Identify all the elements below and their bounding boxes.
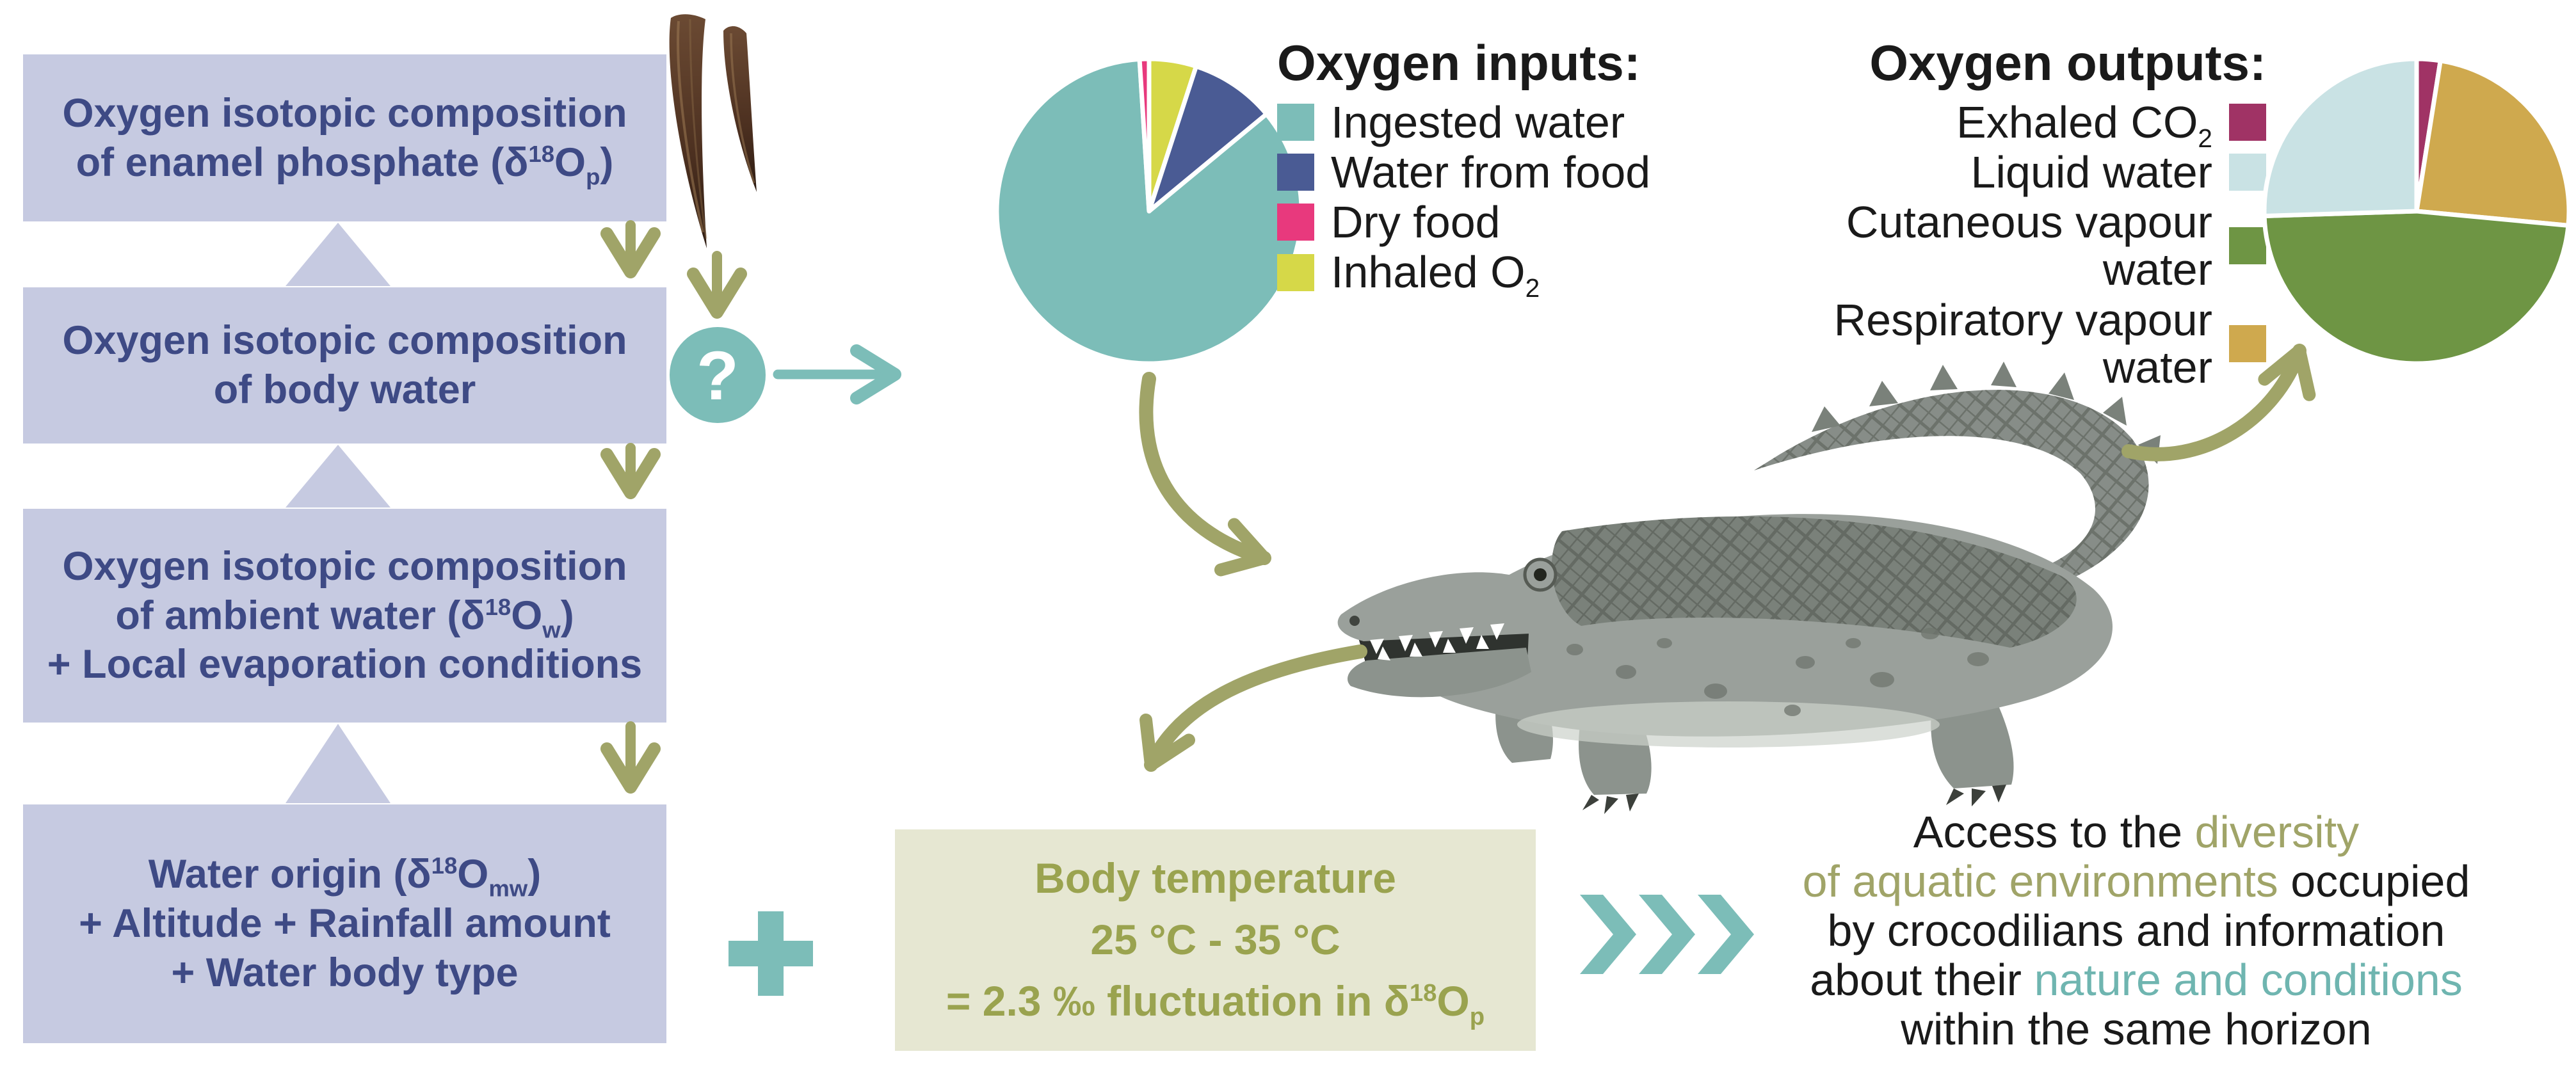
flow-box-line: Oxygen isotopic composition [62, 90, 627, 136]
crocodile-illustration [1337, 362, 2161, 814]
legend-item-label: Cutaneous vapour water [1846, 197, 2212, 295]
crocodile-body [1413, 514, 2113, 747]
question-mark-text: ? [696, 336, 739, 414]
conclusion-line: Access to the diversity [1913, 807, 2360, 857]
conclusion-line: about their nature and conditions [1810, 955, 2463, 1005]
pie-slice-dry-food [1137, 56, 1152, 214]
legend-item-label: Ingested water [1331, 97, 1625, 147]
legend-item-cutaneous-vapour-water: Cutaneous vapour water [1818, 197, 2266, 295]
tooth-large [669, 14, 707, 248]
flow-box-line: Water origin (δ18Omw) [148, 852, 542, 902]
legend-item-label: Liquid water [1970, 147, 2212, 198]
pie-slice-respiratory-vapour-water [2414, 58, 2572, 228]
conclusion-line: within the same horizon [1901, 1004, 2372, 1054]
pie-slice-water-from-food [1147, 64, 1269, 214]
oxygen-inputs-legend: Oxygen inputs: Ingested water Water from… [1277, 35, 1650, 303]
flow-box-line: + Local evaporation conditions [47, 642, 643, 687]
flow-box-ambient-water: Oxygen isotopic composition of ambient w… [23, 509, 666, 723]
legend-swatch-icon [1277, 103, 1314, 141]
legend-swatch-icon [1277, 154, 1314, 191]
flow-box-line: Oxygen isotopic composition [62, 543, 627, 589]
question-mark-badge: ? [670, 327, 766, 423]
flow-box-line: of enamel phosphate (δ18Op) [76, 140, 614, 190]
flow-box-line: + Water body type [171, 950, 519, 995]
legend-item-ingested-water: Ingested water [1277, 99, 1650, 146]
flow-box-line: of ambient water (δ18Ow) [115, 593, 574, 643]
conclusion-line: of aquatic environments occupied [1802, 856, 2470, 906]
conclusion-text: Access to the diversity of aquatic envir… [1736, 808, 2536, 1054]
legend-item-water-from-food: Water from food [1277, 148, 1650, 196]
legend-swatch-icon [2229, 227, 2266, 265]
flow-connector-triangle [286, 223, 390, 286]
flow-box-line: of body water [213, 367, 476, 412]
conclusion-line: by crocodilians and information [1827, 906, 2445, 955]
plus-icon [729, 911, 813, 996]
flow-connector-triangle [286, 724, 390, 803]
legend-item-label: Dry food [1331, 197, 1501, 248]
oxygen-outputs-legend-title: Oxygen outputs: [1869, 35, 2266, 91]
legend-swatch-icon [1277, 253, 1314, 291]
flow-box-body-water: Oxygen isotopic composition of body wate… [23, 287, 666, 444]
tooth-small [723, 26, 757, 193]
temperature-line: Body temperature [1034, 854, 1396, 902]
flow-box-water-origin: Water origin (δ18Omw) + Altitude + Rainf… [23, 804, 666, 1043]
legend-swatch-icon [2229, 103, 2266, 141]
arrow-inputs-pie-to-crocodile [1139, 372, 1271, 577]
legend-item-dry-food: Dry food [1277, 198, 1650, 246]
crocodile-head [1337, 557, 1558, 698]
legend-item-exhaled-co2: Exhaled CO2 [1956, 97, 2266, 153]
flow-box-line: Oxygen isotopic composition [62, 318, 627, 364]
legend-item-label: Exhaled CO2 [1956, 97, 2212, 153]
legend-item-inhaled-o2: Inhaled O2 [1277, 247, 1650, 303]
legend-item-label: Inhaled O2 [1331, 247, 1540, 303]
oxygen-inputs-legend-title: Oxygen inputs: [1277, 35, 1641, 91]
flow-box-enamel-phosphate: Oxygen isotopic composition of enamel ph… [23, 54, 666, 221]
oxygen-outputs-pie-chart [2262, 56, 2572, 366]
pie-slice-liquid-water [2262, 56, 2419, 218]
legend-item-liquid-water: Liquid water [1971, 148, 2266, 196]
temperature-line: 25 °C - 35 °C [1090, 916, 1340, 964]
temperature-line: = 2.3 ‰ fluctuation in δ18Op [946, 977, 1485, 1031]
legend-swatch-icon [2229, 154, 2266, 191]
oxygen-inputs-pie-chart [994, 56, 1304, 366]
legend-item-label: Water from food [1331, 147, 1651, 198]
flow-connector-triangle [286, 445, 390, 508]
flow-box-line: + Altitude + Rainfall amount [79, 901, 611, 947]
body-temperature-box: Body temperature 25 °C - 35 °C = 2.3 ‰ f… [895, 829, 1536, 1051]
legend-swatch-icon [1277, 204, 1314, 241]
triple-chevron-icon [1580, 895, 1754, 974]
fossil-teeth-image [669, 14, 757, 248]
pie-slice-cutaneous-vapour-water [2262, 209, 2571, 366]
